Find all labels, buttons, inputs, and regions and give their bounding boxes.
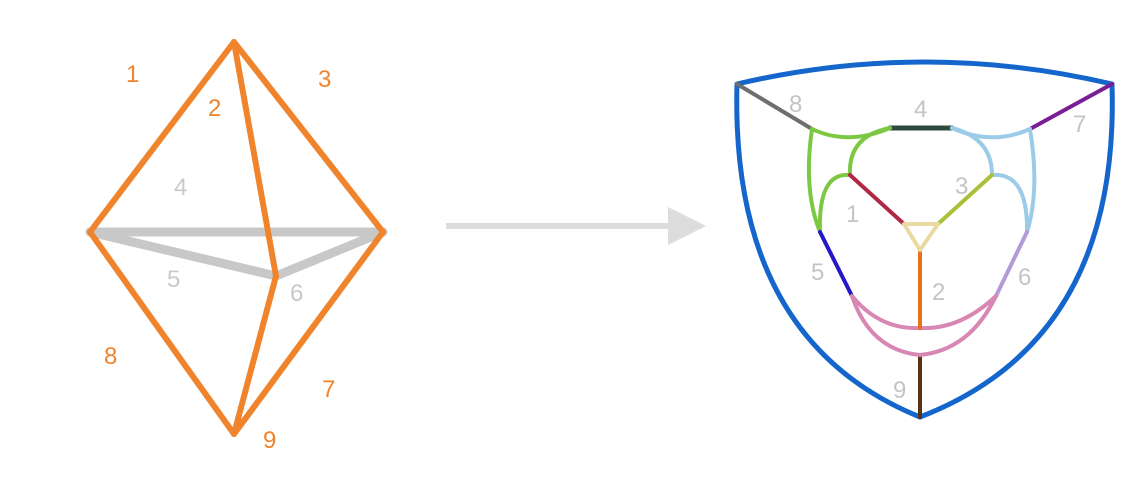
graph-label-9: 9 [893,377,906,404]
graph-edge-8 [735,82,814,131]
edge-2 [231,39,279,279]
graph-edge-7 [1028,82,1114,131]
graph-label-5: 5 [811,259,824,286]
graph-label-8: 8 [789,91,802,118]
edge-7 [231,229,386,437]
edge-1 [87,39,237,235]
edge-label-4: 4 [174,174,187,201]
planar-graph-labels: 8 4 7 3 1 5 6 2 9 [789,91,1086,404]
edge-label-8: 8 [104,343,117,370]
back-edge-6 [271,227,388,281]
graph-edge-3 [936,173,994,226]
bipyramid-labels: 1 2 3 8 7 9 4 5 6 [104,61,335,454]
transform-arrow [446,207,706,245]
edge-label-2: 2 [208,95,221,122]
central-triangle [902,222,940,252]
graph-label-2: 2 [932,279,945,306]
graph-label-1: 1 [846,201,859,228]
graph-label-6: 6 [1018,264,1031,291]
edge-label-1: 1 [126,61,139,88]
left-cluster [806,126,892,234]
graph-edge-1 [848,173,906,226]
graph-label-4: 4 [914,96,927,123]
edge-label-9: 9 [263,427,276,454]
graph-edge-6 [994,230,1029,298]
graph-edge-5 [818,230,854,298]
edge-3 [231,39,386,235]
arrow-head [668,207,706,245]
planar-graph-figure [734,59,1115,420]
edge-8 [87,229,237,437]
edge-label-7: 7 [322,376,335,403]
back-edge-5 [85,227,281,281]
bipyramid-figure [85,39,388,437]
bottom-cluster [850,294,998,357]
graph-label-3: 3 [955,173,968,200]
edge-label-6: 6 [290,280,303,307]
edge-label-3: 3 [318,66,331,93]
edge-label-5: 5 [167,266,180,293]
graph-label-7: 7 [1073,111,1086,138]
outer-boundary [734,59,1115,420]
right-cluster [950,126,1037,234]
edge-9 [231,273,279,437]
